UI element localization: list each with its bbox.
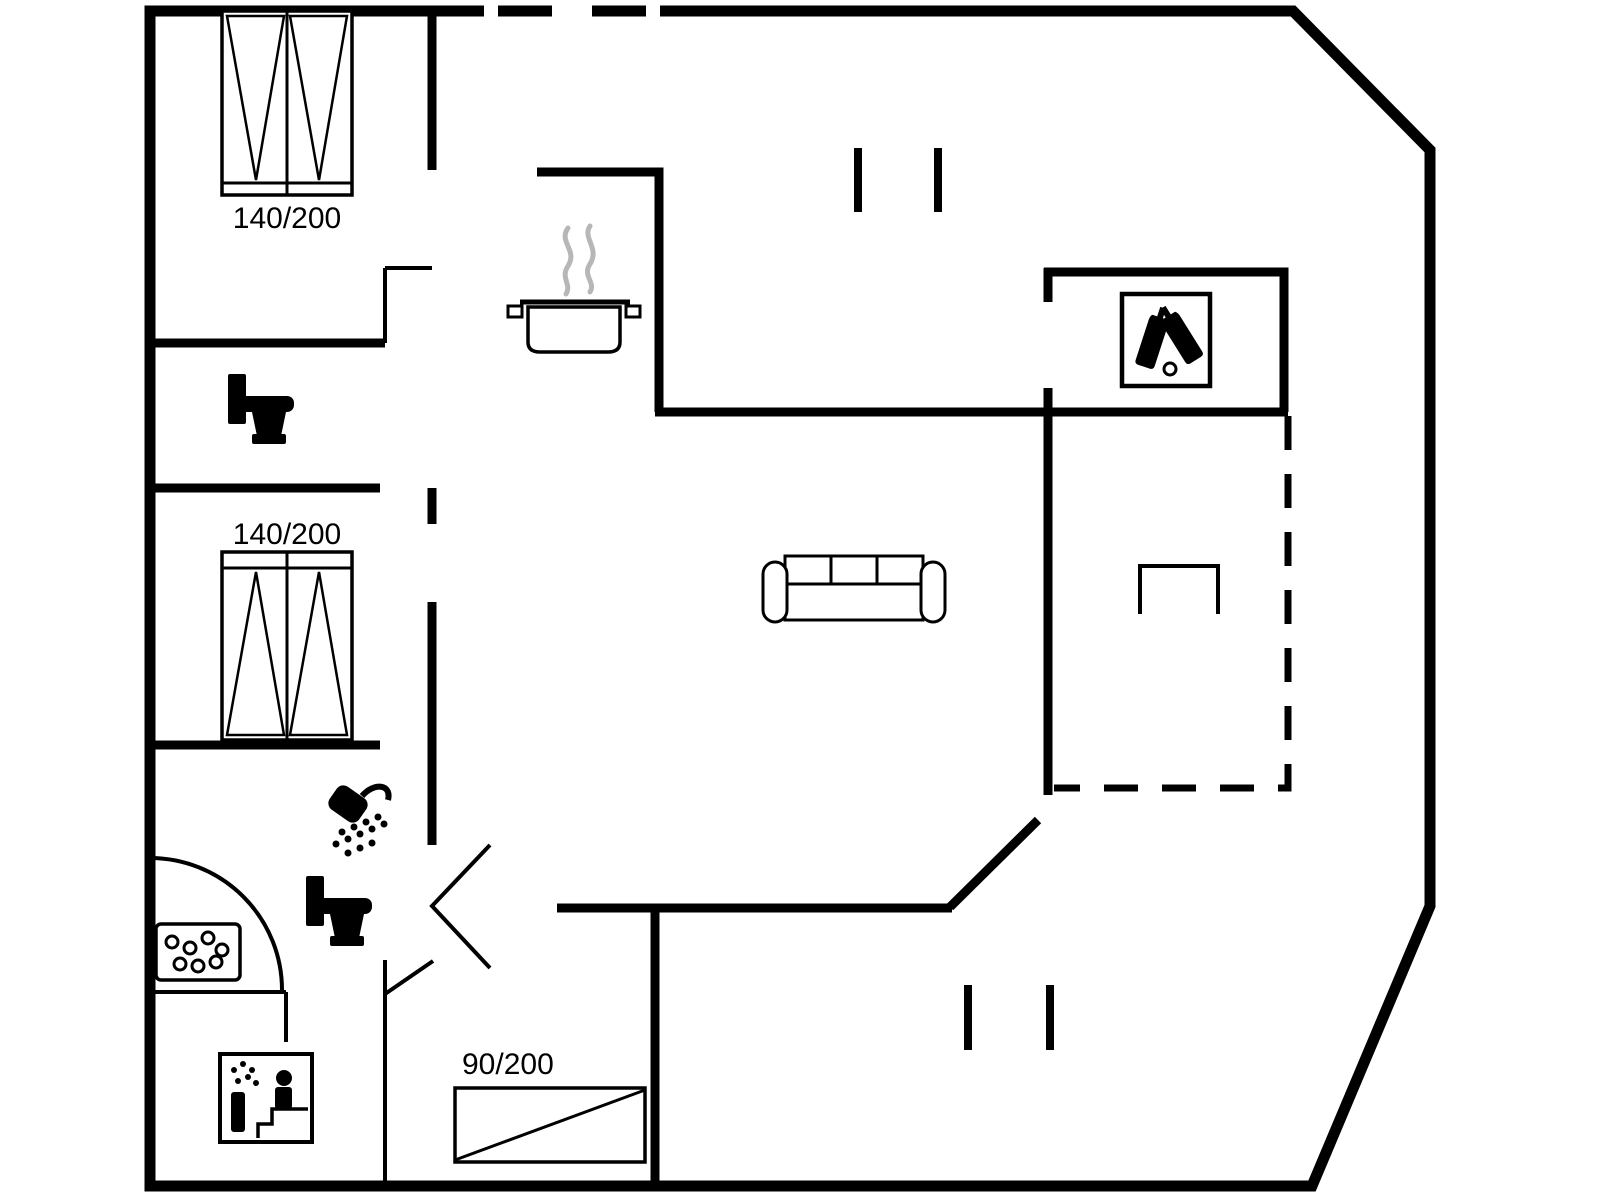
sauna-steam-dots: [231, 1061, 259, 1086]
sofa-icon: [761, 554, 947, 624]
table-icon: [1138, 564, 1220, 614]
glass-circle: [1162, 361, 1178, 377]
sauna-bench-steps: [256, 1107, 308, 1138]
interior-walls-thick: [150, 6, 1289, 1186]
table-outline: [1138, 564, 1220, 614]
wall-kitchen: [537, 167, 664, 412]
toilet-seat: [240, 396, 294, 412]
bottle-right: [1160, 305, 1203, 365]
door-leaf-chevron: [429, 843, 492, 970]
shower-icon: [328, 783, 392, 857]
toilet-pedestal: [252, 412, 286, 436]
bottle-left: [1135, 306, 1169, 369]
door-leaf-small: [383, 959, 435, 996]
wine-bottles-icon: [1119, 291, 1213, 389]
double-bed-icon-bedroom1: [220, 9, 354, 197]
interior-walls-thin: [150, 266, 492, 1186]
door-swing-arc: [149, 856, 284, 991]
wall-annex-room: [1044, 267, 1289, 412]
bed-duvet-left: [225, 571, 286, 737]
toilet-pedestal: [330, 914, 364, 938]
pot-steam: [562, 223, 596, 297]
terrace-dashed-outline: [1054, 416, 1292, 792]
whirlpool-jets: [164, 930, 230, 974]
arc: [149, 856, 284, 991]
sofa-arm-left: [761, 560, 789, 624]
bed-duvet-right: [288, 14, 349, 181]
outer-walls: [144, 5, 1436, 1192]
toilet-icon-wc: [228, 374, 294, 444]
terrace-dashes: [1054, 416, 1292, 792]
toilet-base: [330, 936, 364, 946]
bedroom2-bed-size-label: 140/200: [233, 518, 341, 551]
pot-handle-left: [506, 304, 524, 319]
sauna-person-body: [275, 1087, 292, 1109]
shower-spray-dots: [332, 813, 388, 857]
window-marks: [854, 148, 1054, 1050]
pot-body: [526, 305, 622, 354]
sauna-heater: [231, 1092, 245, 1132]
sofa-seat: [783, 582, 925, 622]
toilet-cistern: [306, 876, 324, 926]
toilet-seat: [318, 898, 372, 914]
bed-duvet-right: [288, 571, 349, 737]
shower-head: [328, 785, 368, 823]
outer-wall-solid: [144, 5, 1436, 1192]
bed-duvet-left: [225, 14, 286, 181]
sofa-arm-right: [919, 560, 947, 624]
toilet-icon-bathroom: [306, 876, 372, 946]
bedroom3-bed-size-label: 90/200: [462, 1048, 554, 1081]
sauna-person-head: [276, 1070, 292, 1086]
toilet-base: [252, 434, 286, 444]
toilet-cistern: [228, 374, 246, 424]
shower-arm: [359, 783, 392, 801]
cooking-pot-icon: [506, 223, 642, 354]
bed-diagonal: [454, 1088, 646, 1162]
whirlpool-icon: [154, 922, 242, 982]
single-bed-icon-bedroom3: [453, 1086, 647, 1164]
sofa-back: [783, 554, 925, 586]
wall-diagonal: [946, 816, 1042, 911]
pot-handle-right: [624, 304, 642, 319]
bedroom1-bed-size-label: 140/200: [233, 202, 341, 235]
double-bed-icon-bedroom2: [220, 550, 354, 742]
sauna-icon: [218, 1052, 314, 1144]
